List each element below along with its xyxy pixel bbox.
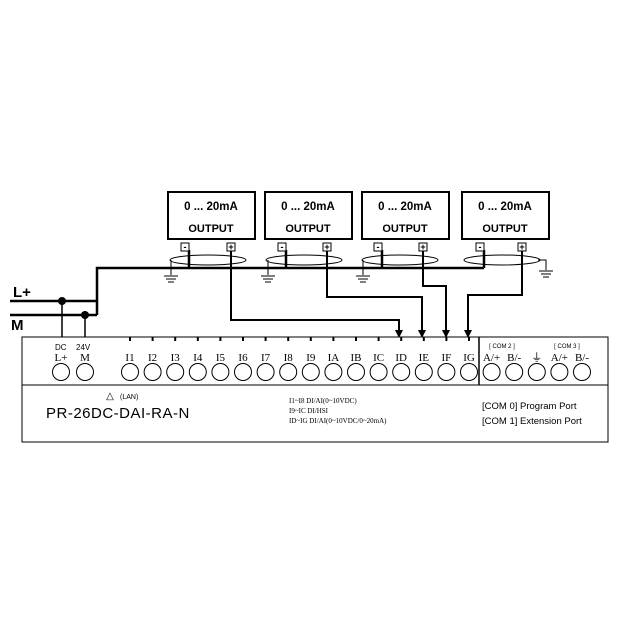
terminal-label: ⏚ xyxy=(531,351,542,364)
output-module-range: 0 ... 20mA xyxy=(478,201,532,213)
minus-terminal-sign: - xyxy=(281,242,284,252)
arrow-heads xyxy=(395,330,472,338)
terminal-label: IA xyxy=(328,352,340,364)
lan-symbol: △ xyxy=(106,391,114,402)
lan-label: (LAN) xyxy=(120,394,138,401)
terminal-screw xyxy=(527,363,546,381)
ground-icon xyxy=(261,275,275,283)
terminal-screw-supply-minus xyxy=(76,363,94,381)
supply-minus-label: M xyxy=(80,352,90,364)
supply-dc-label: DC xyxy=(55,343,67,352)
output-module-1: 0 ... 20mA OUTPUT - + xyxy=(167,191,256,252)
terminal-label: B/- xyxy=(575,352,589,364)
terminal-label: B/- xyxy=(507,352,521,364)
plus-terminal-sign: + xyxy=(420,242,425,252)
signal-wires xyxy=(230,251,523,331)
terminal-label: I6 xyxy=(238,352,248,364)
terminal-screw xyxy=(301,363,320,381)
minus-terminal xyxy=(277,242,287,252)
minus-terminal xyxy=(180,242,190,252)
terminal-screw xyxy=(550,363,569,381)
terminal-label: IC xyxy=(373,352,384,364)
plus-terminal-sign: + xyxy=(324,242,329,252)
minus-terminal xyxy=(373,242,383,252)
output-module-label: OUTPUT xyxy=(382,223,428,235)
terminal-label: ID xyxy=(395,352,407,364)
output-module-range: 0 ... 20mA xyxy=(281,201,335,213)
terminal-screw xyxy=(188,363,207,381)
spec-line-2: I9~IC DI/HSI xyxy=(289,407,329,415)
spec-line-1: I1~I8 DI/AI(0~10VDC) xyxy=(289,397,357,405)
terminal-label: IB xyxy=(351,352,362,364)
minus-terminal-sign: - xyxy=(479,242,482,252)
terminal-screw xyxy=(369,363,388,381)
output-module-4: 0 ... 20mA OUTPUT - + xyxy=(461,191,550,252)
terminal-screws xyxy=(52,363,591,381)
terminal-ticks xyxy=(129,337,470,341)
terminal-label: I5 xyxy=(216,352,226,364)
terminal-screw xyxy=(505,363,524,381)
supply-voltage-label: 24V xyxy=(76,343,91,352)
minus-terminal-sign: - xyxy=(184,242,187,252)
shield-ground-wires xyxy=(170,259,547,275)
plus-terminal-sign: + xyxy=(519,242,524,252)
terminal-screw xyxy=(482,363,501,381)
terminal-label: A/+ xyxy=(551,352,568,364)
supply-plus-label: L+ xyxy=(55,352,68,364)
output-module-label: OUTPUT xyxy=(482,223,528,235)
com3-label: [ COM 3 ] xyxy=(554,344,580,350)
terminal-label: I4 xyxy=(193,352,203,364)
junction-dot-negative xyxy=(81,311,89,319)
minus-terminal-sign: - xyxy=(377,242,380,252)
terminal-label: IG xyxy=(463,352,475,364)
output-module-label: OUTPUT xyxy=(188,223,234,235)
junction-dot-positive xyxy=(58,297,66,305)
terminal-label: I3 xyxy=(171,352,181,364)
terminal-label: IE xyxy=(419,352,430,364)
terminal-label: A/+ xyxy=(483,352,500,364)
ground-icon xyxy=(164,275,178,283)
terminal-label: I7 xyxy=(261,352,271,364)
terminal-screw xyxy=(279,363,298,381)
plus-terminal-sign: + xyxy=(228,242,233,252)
spec-line-3: ID~IG DI/AI(0~10VDC/0~20mA) xyxy=(289,417,387,425)
terminal-screw xyxy=(234,363,252,381)
terminal-label: IF xyxy=(442,352,452,364)
controller-body xyxy=(21,336,609,443)
minus-terminal xyxy=(475,242,485,252)
com2-label: [ COM 2 ] xyxy=(489,344,515,350)
port-line-2: [COM 1] Extension Port xyxy=(482,416,582,427)
output-module-2: 0 ... 20mA OUTPUT - + xyxy=(264,191,353,252)
minus-bus-wire xyxy=(95,250,486,315)
port-line-1: [COM 0] Program Port xyxy=(482,401,577,412)
terminal-screw xyxy=(166,363,185,381)
output-module-range: 0 ... 20mA xyxy=(378,201,432,213)
terminal-screw xyxy=(211,363,230,381)
output-module-3: 0 ... 20mA OUTPUT - + xyxy=(361,191,450,252)
power-positive-label: L+ xyxy=(13,284,31,301)
terminal-screw xyxy=(256,363,275,381)
terminal-screw xyxy=(414,363,433,381)
terminal-screw xyxy=(347,363,365,381)
ground-icon xyxy=(356,275,370,283)
terminal-screw-supply-plus xyxy=(52,363,70,381)
terminal-label: I1 xyxy=(125,352,134,364)
terminal-label: I8 xyxy=(284,352,294,364)
terminal-label: I9 xyxy=(306,352,316,364)
output-module-range: 0 ... 20mA xyxy=(184,201,238,213)
terminal-screw xyxy=(121,363,139,381)
terminal-screw xyxy=(460,363,478,381)
power-negative-label: M xyxy=(11,317,24,334)
terminal-labels: I1 I2 I3 I4 I5 I6 I7 I8 I9 IA IB IC ID IE IF IG A/+ B/- ⏚ A… xyxy=(125,351,589,364)
model-name: PR-26DC-DAI-RA-N xyxy=(46,405,190,422)
terminal-screw xyxy=(143,363,162,381)
output-module-label: OUTPUT xyxy=(285,223,331,235)
terminal-screw xyxy=(437,363,456,381)
terminal-screw xyxy=(392,363,411,381)
terminal-screw xyxy=(573,363,591,381)
ground-icon xyxy=(539,270,553,278)
terminal-screw xyxy=(324,363,343,381)
terminal-label: I2 xyxy=(148,352,157,364)
